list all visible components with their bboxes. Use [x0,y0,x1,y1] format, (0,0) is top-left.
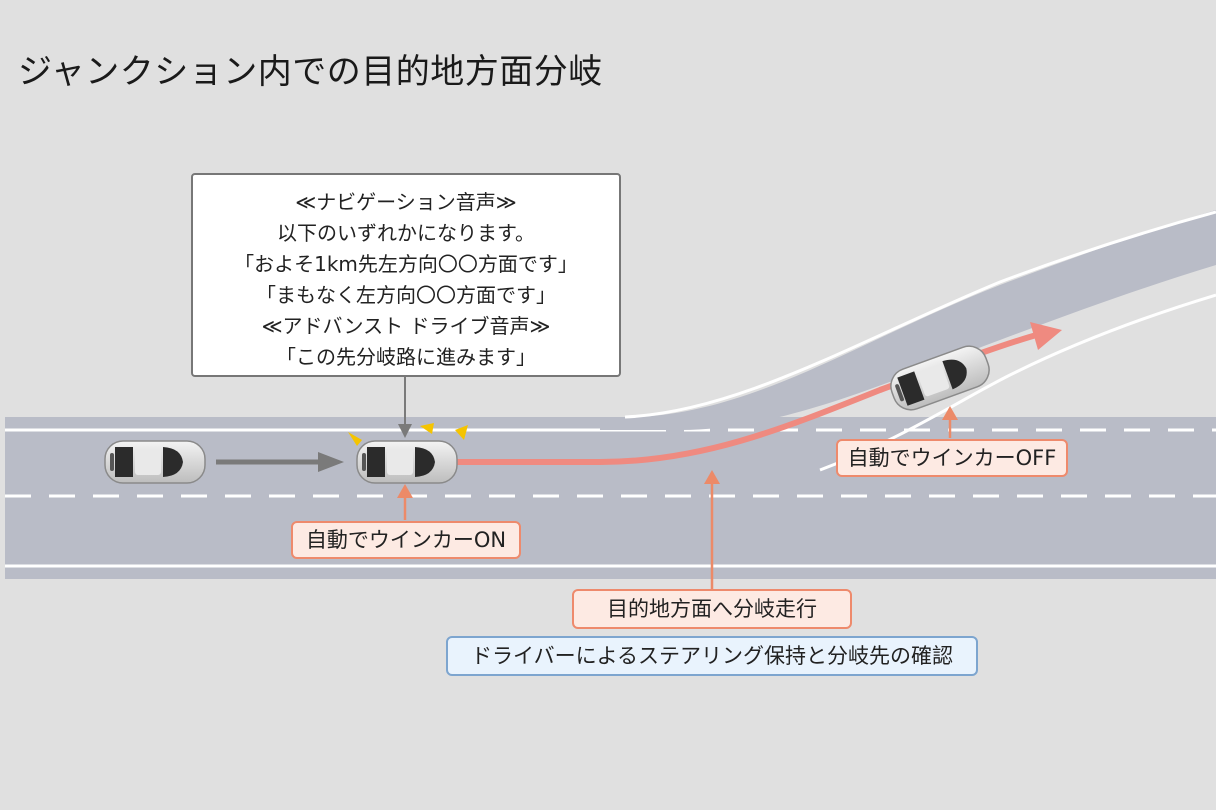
driver-check-label: ドライバーによるステアリング保持と分岐先の確認 [446,636,978,676]
blinker-on-label: 自動でウインカーON [291,521,521,559]
motion-arrow [216,452,344,472]
page-title: ジャンクション内での目的地方面分岐 [18,52,603,92]
callout-line: 「およそ1km先左方向〇〇方面です」 [234,252,578,276]
callout-line: 「まもなく左方向〇〇方面です」 [256,283,556,307]
navigation-voice-callout: ≪ナビゲーション音声≫ 以下のいずれかになります。 「およそ1km先左方向〇〇方… [191,173,621,377]
callout-line: 以下のいずれかになります。 [277,221,535,245]
blinker-flash-icon [348,423,468,446]
blinker-off-label: 自動でウインカーOFF [836,439,1068,477]
car-signaling [356,440,458,484]
branch-path-arrow [455,322,1062,465]
branch-driving-label: 目的地方面へ分岐走行 [572,589,852,629]
callout-line: ≪アドバンスト ドライブ音声≫ [261,314,551,338]
pointer-arrows [397,376,958,590]
callout-line: ≪ナビゲーション音声≫ [295,190,517,214]
callout-line: 「この先分岐路に進みます」 [276,345,536,369]
car-start [104,440,206,484]
